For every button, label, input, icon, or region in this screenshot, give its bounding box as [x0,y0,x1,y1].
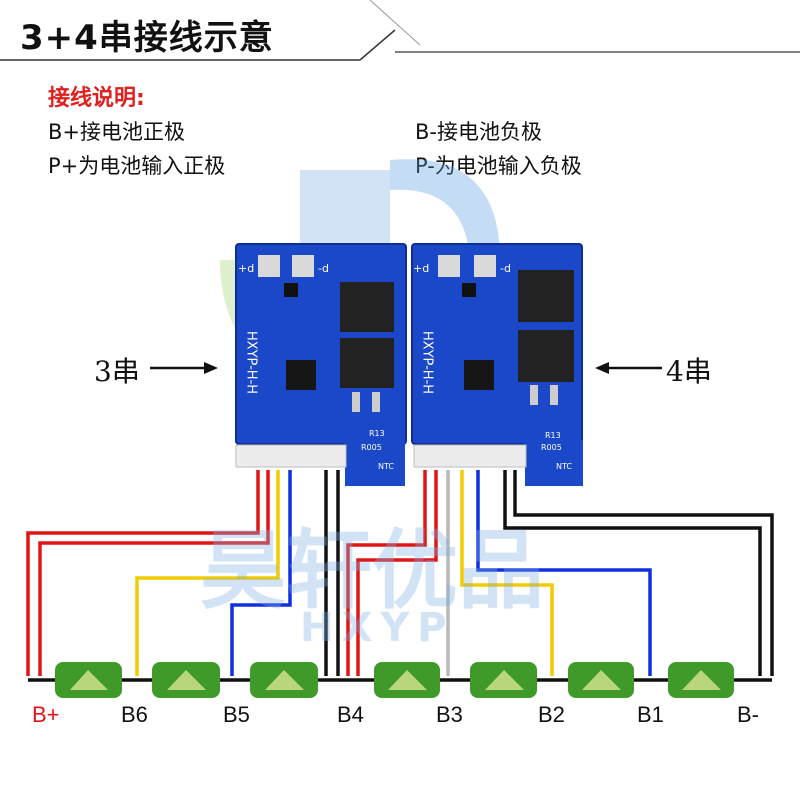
left-res-label: R005 [361,443,382,452]
terminal-b-minus: B- [737,702,759,727]
battery [250,662,318,698]
right-pad-minus: -d [500,262,511,275]
right-r13: R13 [545,431,561,440]
battery [374,662,440,698]
right-board-brand: HXYP-H-H [419,330,435,395]
wires [26,470,774,682]
terminal-b2: B2 [538,702,565,727]
note-b-plus: B+接电池正极 [48,120,186,144]
battery [668,662,734,698]
left-ntc-label: NTC [378,462,394,471]
left-board-brand: HXYP-H-H [243,330,259,395]
arrow-right-board [595,362,662,374]
terminal-b3: B3 [436,702,463,727]
page-title: 3+4串接线示意 [20,18,274,58]
left-r13: R13 [369,429,385,438]
title-rule [395,51,800,53]
batteries [55,662,734,698]
terminal-b5: B5 [223,702,250,727]
terminal-b-plus: B+ [32,702,60,727]
note-p-minus: P-为电池输入负极 [415,154,582,178]
right-pad-plus: +d [413,262,430,275]
label-4-series: 4串 [666,355,712,388]
arrow-left-board [150,362,218,374]
note-p-plus: P+为电池输入正极 [48,154,226,178]
terminal-b1: B1 [637,702,664,727]
left-board [235,243,407,454]
title-banner-lines [0,0,420,61]
watermark-latin: HXYP [300,605,455,651]
right-ntc-label: NTC [556,462,572,471]
right-res-label: R005 [541,443,562,452]
terminal-b6: B6 [121,702,148,727]
battery [470,662,537,698]
battery [568,662,634,698]
watermark-brand: 昊轩优品 [200,521,544,621]
right-board [411,243,583,454]
battery [55,662,122,698]
label-3-series: 3串 [94,355,140,388]
title-banner: 3+4串接线示意 [0,0,420,62]
note-b-minus: B-接电池负极 [415,120,542,144]
notes-heading: 接线说明: [48,86,145,111]
battery [152,662,220,698]
left-pad-minus: -d [318,262,329,275]
left-pad-plus: +d [238,262,255,275]
terminal-b4: B4 [337,702,364,727]
